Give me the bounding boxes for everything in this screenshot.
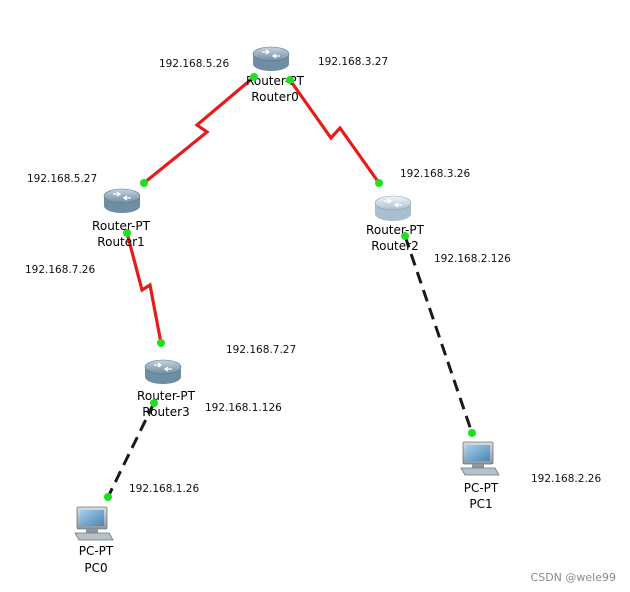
router-icon bbox=[103, 188, 141, 213]
ethernet-link-router2-pc1[interactable] bbox=[403, 235, 474, 434]
serial-link-router0-router2[interactable] bbox=[288, 79, 381, 184]
router1-name-label: Router1 bbox=[97, 235, 144, 249]
pc1-type-label: PC-PT bbox=[464, 481, 499, 495]
port-up-indicator bbox=[401, 232, 409, 240]
serial-link-router0-router1[interactable] bbox=[142, 75, 256, 185]
port-up-indicator bbox=[286, 76, 294, 84]
ip-label-pc1: 192.168.2.26 bbox=[531, 473, 601, 485]
router-icon bbox=[374, 195, 412, 221]
ip-label-r2-to-pc1: 192.168.2.126 bbox=[434, 253, 511, 265]
serial-link-router1-router3[interactable] bbox=[125, 232, 163, 344]
router3-name-label: Router3 bbox=[142, 405, 189, 419]
ethernet-link-router3-pc0[interactable] bbox=[106, 402, 156, 498]
pc1-device[interactable]: PC-PT PC1 bbox=[460, 441, 500, 511]
router0-device[interactable]: Router-PT Router0 bbox=[246, 46, 305, 104]
router1-device[interactable]: Router-PT Router1 bbox=[92, 188, 151, 249]
ip-label-r3-to-r1: 192.168.7.27 bbox=[226, 344, 296, 356]
ip-label-r2-to-r0: 192.168.3.26 bbox=[400, 168, 470, 180]
pc0-type-label: PC-PT bbox=[79, 544, 114, 558]
port-up-indicator bbox=[150, 399, 158, 407]
ip-labels: 192.168.5.26 192.168.3.27 192.168.5.27 1… bbox=[25, 56, 601, 495]
pc1-name-label: PC1 bbox=[469, 497, 492, 511]
ip-label-r3-to-pc0: 192.168.1.126 bbox=[205, 402, 282, 414]
port-up-indicator bbox=[468, 429, 476, 437]
pc-icon bbox=[74, 506, 114, 541]
router1-type-label: Router-PT bbox=[92, 219, 151, 233]
port-up-indicator bbox=[250, 73, 258, 81]
port-indicators bbox=[104, 73, 476, 501]
router3-device[interactable]: Router-PT Router3 bbox=[137, 359, 196, 419]
port-up-indicator bbox=[157, 339, 165, 347]
router2-device[interactable]: Router-PT Router2 bbox=[366, 195, 425, 253]
router-icon bbox=[144, 359, 182, 384]
pc0-device[interactable]: PC-PT PC0 bbox=[74, 506, 114, 575]
ip-label-r0-to-r1: 192.168.5.26 bbox=[159, 58, 229, 70]
port-up-indicator bbox=[375, 179, 383, 187]
pc-icon bbox=[460, 441, 500, 476]
watermark: CSDN @wele99 bbox=[531, 571, 616, 584]
ip-label-r1-to-r0: 192.168.5.27 bbox=[27, 173, 97, 185]
port-up-indicator bbox=[123, 229, 131, 237]
router0-name-label: Router0 bbox=[251, 90, 298, 104]
ip-label-pc0: 192.168.1.26 bbox=[129, 483, 199, 495]
ip-label-r1-to-r3: 192.168.7.26 bbox=[25, 264, 95, 276]
pc0-name-label: PC0 bbox=[84, 561, 107, 575]
links bbox=[106, 75, 474, 498]
port-up-indicator bbox=[140, 179, 148, 187]
ip-label-r0-to-r2: 192.168.3.27 bbox=[318, 56, 388, 68]
router3-type-label: Router-PT bbox=[137, 389, 196, 403]
router2-name-label: Router2 bbox=[371, 239, 418, 253]
router2-type-label: Router-PT bbox=[366, 223, 425, 237]
port-up-indicator bbox=[104, 493, 112, 501]
router-icon bbox=[252, 46, 290, 71]
